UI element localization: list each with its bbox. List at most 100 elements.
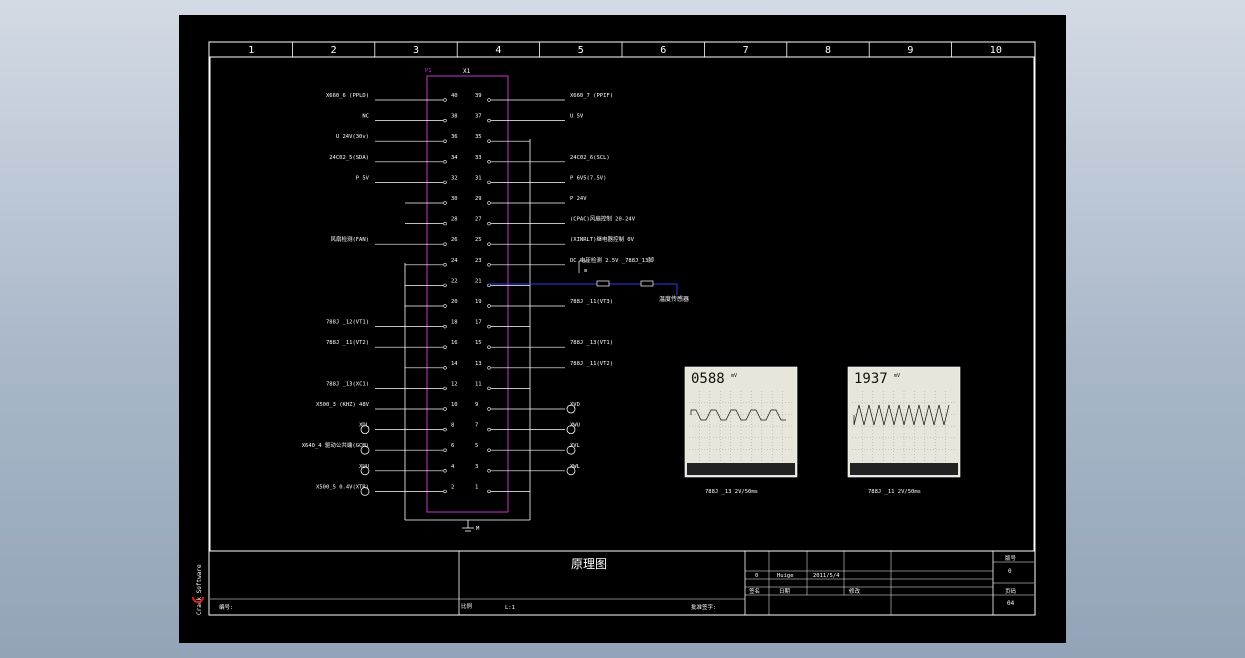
pin-number-right: 19: [475, 299, 482, 305]
pin-number-right: 15: [475, 340, 482, 346]
pin-label-right: XWU: [570, 423, 580, 429]
pin-number-right: 13: [475, 361, 482, 367]
pin-number-right: 23: [475, 258, 482, 264]
pin-number-left: 34: [451, 155, 458, 161]
pin-label-left: X500_5 0.4V(XTR): [316, 484, 369, 490]
column-number: 3: [413, 45, 419, 56]
pin-number-right: 3: [475, 464, 478, 470]
scope-unit: mV: [731, 373, 737, 379]
pin-number-right: 35: [475, 134, 482, 140]
brand-logo: Crack Software: [196, 564, 203, 615]
pin-label-right: 788J _11(VT3): [570, 299, 613, 305]
sheet-value: 04: [1007, 600, 1015, 607]
pin-label-left: 788J _13(XC1): [326, 381, 369, 387]
column-number: 8: [825, 45, 831, 56]
pin-number-right: 17: [475, 320, 482, 326]
column-number: 4: [495, 45, 501, 56]
pin-label-right: (XINRLT)继电器控制 0V: [570, 235, 635, 243]
pin-number-left: 20: [451, 299, 458, 305]
pin-label-right: 788J _11(VT2): [570, 361, 613, 367]
version-label: 版号: [1005, 554, 1017, 562]
terminal-symbol: [360, 486, 370, 496]
version-value: 0: [1008, 568, 1012, 575]
pin-number-left: 32: [451, 175, 458, 181]
pin-label-left: X660_6 (PPLD): [326, 93, 369, 99]
temp-sensor-label: 温度传感器: [659, 295, 689, 303]
pin-number-left: 24: [451, 258, 458, 264]
pin-number-right: 11: [475, 381, 482, 387]
pin-label-right: U 5V: [570, 114, 584, 120]
ground-label: M: [476, 526, 480, 532]
pin-number-right: 25: [475, 237, 482, 243]
pin-number-left: 36: [451, 134, 458, 140]
column-number: 2: [331, 45, 337, 56]
pin-label-right: DC 电压检测 2.5V _788J_13脚: [570, 256, 654, 264]
terminal-symbol: [566, 445, 576, 455]
column-number: 9: [907, 45, 913, 56]
date-label: 日期: [779, 588, 791, 595]
pin-number-left: 10: [451, 402, 458, 408]
column-number: 6: [660, 45, 666, 56]
terminal-symbol: [360, 425, 370, 435]
pin-number-left: 2: [451, 484, 454, 490]
approved-label: 批准签字:: [691, 603, 716, 611]
pin-label-left: NC: [362, 114, 369, 120]
terminal-symbol: [360, 445, 370, 455]
pin-label-left: 风扇检测(FAN): [330, 235, 369, 243]
scope-trace: [690, 409, 786, 421]
ratio: L:1: [505, 605, 515, 611]
svg-text:≡: ≡: [584, 268, 588, 274]
scope-trace: [853, 404, 950, 426]
brand-logo-mark: [192, 596, 204, 603]
pin-label-right: XWL: [570, 464, 581, 470]
column-number: 1: [248, 45, 254, 56]
pin-label-right: 788J _13(VT1): [570, 340, 613, 346]
terminal-symbol: [566, 425, 576, 435]
pin-number-left: 18: [451, 320, 458, 326]
pin-number-right: 1: [475, 484, 478, 490]
pin-number-right: 29: [475, 196, 482, 202]
pin-number-right: 33: [475, 155, 482, 161]
scope-caption: 788J _11 2V/50ms: [868, 489, 921, 495]
scope-capture: 0588 mV 788J _13 2V/50ms: [684, 366, 798, 495]
number-label: 编号:: [219, 603, 233, 611]
drawing-title: 原理图: [571, 557, 607, 571]
scope-reading: 1937: [854, 371, 888, 387]
pin-label-left: 788J _11(VT2): [326, 340, 369, 346]
pin-label-right: (CPAC)风扇控制 20-24V: [570, 215, 636, 223]
terminal-symbol: [566, 466, 576, 476]
pin-label-right: P 24V: [570, 196, 587, 202]
pin-number-right: 5: [475, 443, 478, 449]
outer-border: [208, 41, 1036, 616]
pin-label-right: 24C02_6(SCL): [570, 155, 610, 161]
column-number: 5: [578, 45, 584, 56]
pin-label-left: X640_4 驱动公共端(GCM): [302, 441, 369, 449]
pin-label-right: XVD: [570, 402, 580, 408]
pin-number-left: 26: [451, 237, 458, 243]
pin-number-right: 7: [475, 423, 478, 429]
scope-caption: 788J _13 2V/50ms: [705, 489, 758, 495]
column-number: 7: [743, 45, 749, 56]
pin-number-right: 27: [475, 217, 482, 223]
pin-number-right: 31: [475, 175, 482, 181]
pin-label-right: X660_7 (PPIF): [570, 93, 613, 99]
pin-number-left: 14: [451, 361, 458, 367]
pin-number-left: 22: [451, 278, 458, 284]
pin-label-left: X500_3 (KHZ) 48V: [316, 402, 370, 408]
resistor: [596, 280, 610, 287]
pin-label-left: U 24V(30v): [336, 134, 369, 140]
pin-number-left: 6: [451, 443, 454, 449]
connector-designator: X1: [463, 68, 471, 75]
scope-reading: 0588: [691, 371, 725, 387]
pin-number-left: 4: [451, 464, 455, 470]
connector-body: [426, 75, 509, 513]
pin-label-left: 24C02_5(SDA): [329, 155, 369, 161]
pin-marker: P1: [425, 68, 432, 74]
rev-value: 0: [755, 573, 758, 579]
pin-number-left: 12: [451, 381, 458, 387]
